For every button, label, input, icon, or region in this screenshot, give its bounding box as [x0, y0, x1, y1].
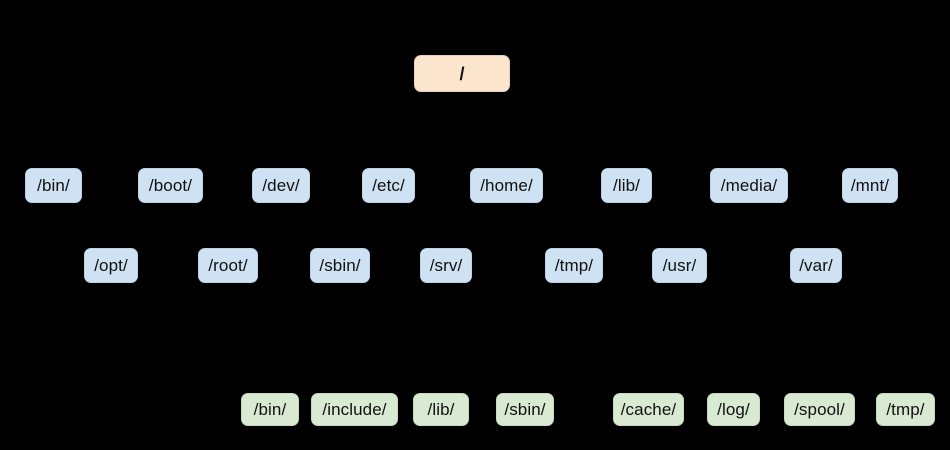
node-root[interactable]: /root/ [198, 248, 258, 283]
node-[interactable]: / [414, 55, 510, 92]
node-lib[interactable]: /lib/ [413, 393, 469, 426]
node-include[interactable]: /include/ [311, 393, 398, 426]
node-tmp[interactable]: /tmp/ [545, 248, 603, 283]
node-dev[interactable]: /dev/ [252, 168, 310, 203]
node-sbin[interactable]: /sbin/ [496, 393, 554, 426]
node-srv[interactable]: /srv/ [420, 248, 472, 283]
node-var[interactable]: /var/ [790, 248, 842, 283]
node-cache[interactable]: /cache/ [613, 393, 684, 426]
node-lib[interactable]: /lib/ [601, 168, 652, 203]
node-boot[interactable]: /boot/ [138, 168, 203, 203]
node-mnt[interactable]: /mnt/ [842, 168, 898, 203]
node-bin[interactable]: /bin/ [241, 393, 299, 426]
node-home[interactable]: /home/ [470, 168, 543, 203]
node-spool[interactable]: /spool/ [784, 393, 855, 426]
node-bin[interactable]: /bin/ [25, 168, 82, 203]
node-opt[interactable]: /opt/ [84, 248, 138, 283]
node-media[interactable]: /media/ [710, 168, 788, 203]
node-etc[interactable]: /etc/ [362, 168, 415, 203]
node-sbin[interactable]: /sbin/ [310, 248, 370, 283]
node-tmp[interactable]: /tmp/ [876, 393, 935, 426]
node-log[interactable]: /log/ [707, 393, 760, 426]
node-usr[interactable]: /usr/ [652, 248, 707, 283]
